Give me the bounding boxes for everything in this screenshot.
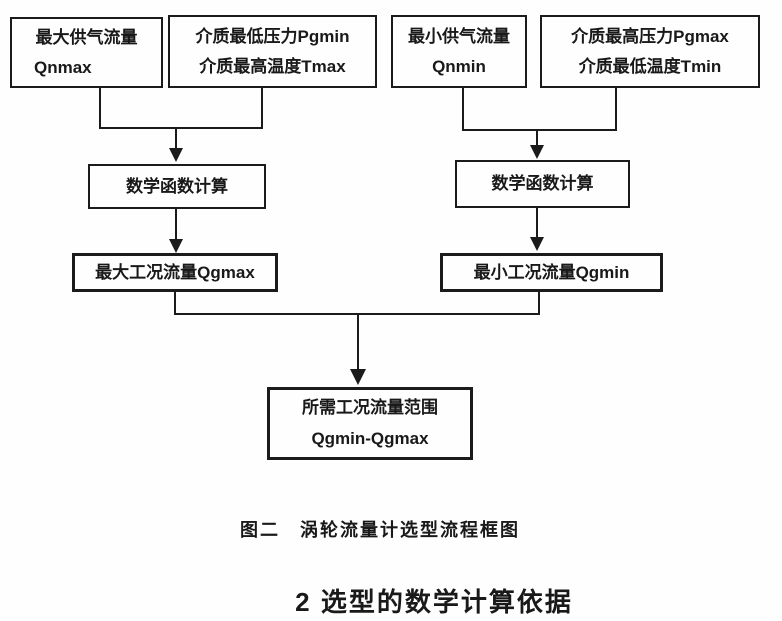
- box-text-line: 所需工况流量范围: [302, 397, 438, 417]
- flow-box-math-function-calc-right: 数学函数计算: [455, 160, 630, 208]
- box-text-line: Qgmin-Qgmax: [311, 428, 429, 448]
- flow-box-math-function-calc-left: 数学函数计算: [88, 164, 266, 209]
- box-text-line: 介质最低温度Tmin: [578, 56, 722, 76]
- box-text-line: 最大工况流量Qgmax: [95, 262, 255, 282]
- arrowhead: [530, 237, 544, 251]
- figure-caption: 图二 涡轮流量计选型流程框图: [240, 520, 520, 540]
- box-text-line: Qnmin: [432, 56, 486, 76]
- box-text-line: 最小供气流量: [408, 26, 510, 46]
- connector-right-math-to-qgmin: [530, 208, 544, 251]
- flow-box-min-operating-flow: 最小工况流量Qgmin: [440, 253, 663, 292]
- arrowhead: [530, 145, 544, 159]
- box-text-line: Qnmax: [34, 57, 92, 77]
- box-text-line: 数学函数计算: [126, 176, 228, 196]
- box-text-line: 最小工况流量Qgmin: [473, 262, 630, 282]
- arrowhead: [169, 239, 183, 253]
- box-text-line: 最大供气流量: [35, 27, 138, 47]
- flow-box-min-pressure-max-temp: 介质最低压力Pgmin 介质最高温度Tmax: [168, 15, 377, 88]
- box-text-line: 介质最高压力Pgmax: [571, 26, 729, 46]
- flow-box-max-operating-flow: 最大工况流量Qgmax: [72, 253, 278, 292]
- connector-right-join: [462, 88, 617, 159]
- connector-merge-to-result: [174, 292, 540, 385]
- section-heading: 2 选型的数学计算依据: [295, 587, 573, 617]
- arrowhead: [350, 369, 366, 385]
- flow-box-min-supply-flow: 最小供气流量 Qnmin: [391, 15, 527, 88]
- box-text-line: 介质最高温度Tmax: [199, 56, 346, 76]
- arrowhead: [169, 148, 183, 162]
- flow-box-max-pressure-min-temp: 介质最高压力Pgmax 介质最低温度Tmin: [540, 15, 760, 88]
- flow-box-max-supply-flow: 最大供气流量 Qnmax: [10, 17, 163, 88]
- connector-left-math-to-qgmax: [169, 209, 183, 253]
- flow-box-required-flow-range: 所需工况流量范围 Qgmin-Qgmax: [267, 387, 473, 460]
- connector-left-join: [99, 88, 263, 162]
- box-text-line: 介质最低压力Pgmin: [195, 26, 350, 46]
- box-text-line: 数学函数计算: [491, 174, 594, 194]
